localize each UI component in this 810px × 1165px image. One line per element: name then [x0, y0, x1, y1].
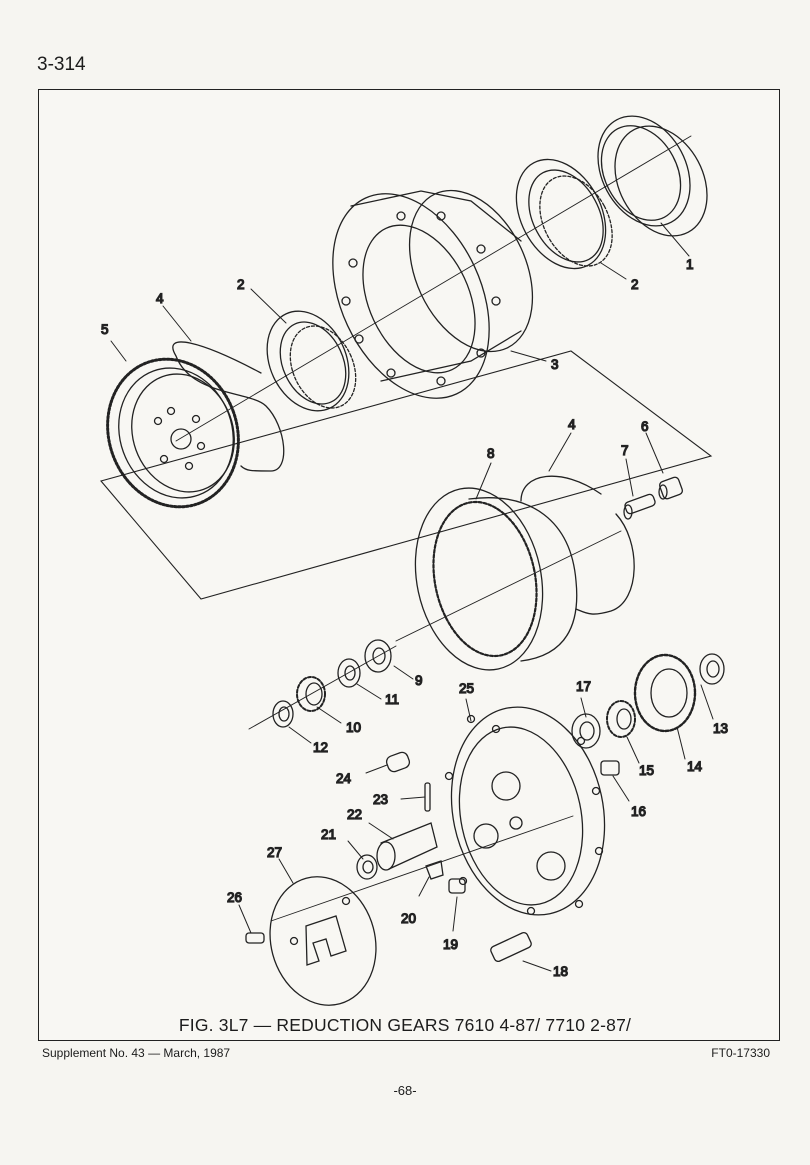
callout-23: 23 — [373, 792, 388, 807]
page-number: 3-314 — [37, 54, 86, 75]
part-21-ring — [356, 854, 378, 880]
figure-caption: FIG. 3L7 — REDUCTION GEARS 7610 4-87/ 77… — [178, 1015, 632, 1035]
part-3-hub-housing — [332, 189, 534, 399]
callout-18: 18 — [553, 964, 568, 979]
callout-3: 3 — [551, 357, 559, 372]
part-17-washer — [571, 713, 601, 749]
callout-11: 11 — [385, 692, 399, 707]
part-4-snap-ring-upper — [172, 341, 285, 472]
part-10-gear — [296, 676, 326, 712]
part-4-snap-ring-lower — [520, 475, 635, 615]
callout-26: 26 — [227, 890, 242, 905]
part-1-race — [597, 115, 708, 237]
callout-27: 27 — [267, 845, 282, 860]
callout-1: 1 — [686, 257, 694, 272]
callout-22: 22 — [347, 807, 362, 822]
callout-2-upper: 2 — [631, 277, 639, 292]
callout-12: 12 — [313, 740, 328, 755]
part-6-bolt — [658, 476, 683, 500]
callout-14: 14 — [687, 759, 703, 774]
part-19-plug — [448, 878, 466, 894]
part-15-bushing — [606, 700, 636, 738]
part-11-spacer — [337, 658, 361, 688]
callout-7: 7 — [621, 443, 629, 458]
callout-13: 13 — [713, 721, 728, 736]
part-20-fitting — [425, 860, 444, 880]
callout-5: 5 — [101, 322, 109, 337]
leader-lines — [110, 222, 714, 972]
callout-2-lower: 2 — [237, 277, 245, 292]
callout-25: 25 — [459, 681, 474, 696]
callout-10: 10 — [346, 720, 361, 735]
part-25-carrier — [444, 706, 606, 916]
part-7-pin — [623, 493, 656, 520]
callout-24: 24 — [336, 771, 352, 786]
part-9-washer — [364, 639, 392, 673]
part-12-ring — [272, 700, 294, 728]
callout-16: 16 — [631, 804, 646, 819]
part-22-shaft — [376, 822, 438, 871]
callout-4-lower: 4 — [568, 417, 576, 432]
part-8-ring-gear — [414, 487, 578, 671]
callout-20: 20 — [401, 911, 416, 926]
page-footer: -68- — [393, 1083, 417, 1098]
callout-17: 17 — [576, 679, 591, 694]
part-18-stud — [490, 931, 532, 963]
part-16-bolt — [600, 760, 620, 776]
callout-9: 9 — [415, 673, 423, 688]
part-27-cover — [269, 876, 377, 1006]
part-2-bearing-upper — [515, 158, 613, 270]
part-23-pin — [424, 782, 431, 812]
callout-15: 15 — [639, 763, 654, 778]
supplement-note: Supplement No. 43 — March, 1987 — [42, 1046, 231, 1060]
reference-code: FT0-17330 — [711, 1046, 770, 1060]
axis-line-upper — [175, 135, 692, 442]
part-24-bushing — [385, 751, 411, 773]
part-5-gear — [106, 357, 240, 509]
callout-8: 8 — [487, 446, 495, 461]
part-14-gear — [633, 653, 697, 733]
axis-line-middle — [395, 530, 622, 642]
part-13-washer — [699, 653, 725, 685]
callout-21: 21 — [321, 827, 336, 842]
part-26-screw — [245, 932, 265, 944]
subassembly-outline — [100, 350, 713, 600]
part-2-bearing-lower — [266, 310, 357, 412]
callout-19: 19 — [443, 937, 458, 952]
callout-6: 6 — [641, 419, 649, 434]
diagram-frame: 1 2 3 2 4 5 8 4 7 6 9 11 10 12 13 14 15 … — [38, 89, 780, 1041]
axis-line-lower — [270, 815, 574, 922]
callout-4-upper: 4 — [156, 291, 164, 306]
axis-line-planet — [248, 645, 397, 730]
